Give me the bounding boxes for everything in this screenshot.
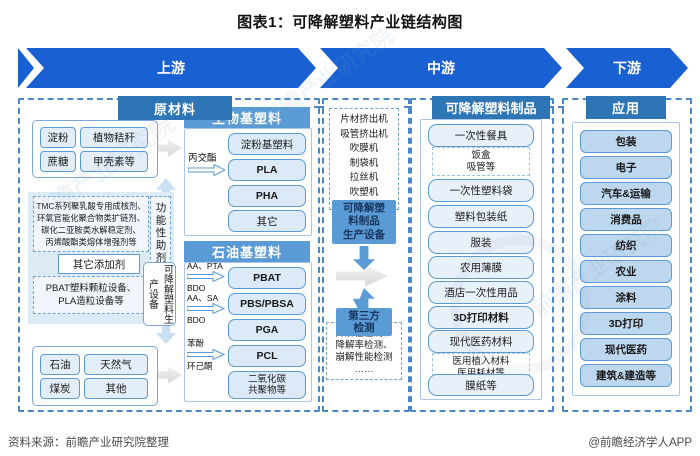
feedstock-item: 淀粉 (40, 127, 76, 148)
application-item: 电子 (580, 156, 672, 179)
application-item: 现代医药 (580, 338, 672, 361)
additives-line: TMC系列聚乳酸专用成核剂、 (36, 201, 146, 211)
route-label: AA、SA (187, 293, 219, 303)
feedstock-item: 植物秸秆 (80, 127, 148, 148)
product-item: 一次性塑料袋 (428, 179, 534, 202)
additives-line: 环氧官能化聚合物类扩链剂、 (37, 213, 145, 223)
route-label: BDO (187, 315, 206, 325)
application-item: 建筑&建造等 (580, 364, 672, 387)
application-item: 纺织 (580, 234, 672, 257)
additives-line: 碳化二亚胺类水解稳定剂、 (41, 225, 141, 235)
plastic-item: PLA (228, 159, 306, 181)
sub-line: 医用耗材等 (457, 367, 505, 379)
hollow-right-arrow-icon (187, 303, 225, 314)
hollow-right-arrow-icon (188, 164, 226, 176)
midstream-section (322, 98, 410, 412)
machine-line: 片材挤出机 (340, 114, 388, 125)
machine-line: 吹塑机 (349, 186, 379, 198)
plastic-item: 其它 (228, 210, 306, 232)
plastic-item: 淀粉基塑料 (228, 133, 306, 155)
equip-line: 可降解塑 (343, 201, 385, 214)
banner-upstream: 上游 (26, 48, 316, 88)
product-item: 一次性餐具 (428, 124, 534, 147)
sub-line: 饭盒 (471, 149, 491, 161)
plastic-item: 二氧化碳 共聚物等 (228, 371, 306, 399)
production-equipment-label: 可降解塑料生产设备 (143, 262, 176, 326)
plastic-item: PHA (228, 185, 306, 207)
applications-header: 应用 (586, 96, 666, 119)
machines-box: 片材挤出机 吸管挤出机 吹膜机 制袋机 拉丝机 吹塑机 …… (329, 108, 399, 212)
banner-downstream: 下游 (566, 48, 688, 88)
machine-line: 拉丝机 (349, 172, 379, 183)
sub-line: 吸管等 (466, 161, 496, 173)
product-item: 塑料包装纸 (428, 205, 534, 228)
petro-plastics-header: 石油基塑料 (184, 241, 310, 262)
other-additives-box: 其它添加剂 (58, 254, 140, 274)
chart-title: 图表1：可降解塑料产业链结构图 (237, 14, 463, 31)
source-note: 资料来源：前瞻产业研究院整理 (8, 437, 169, 449)
third-party-testing-box: 第三方 检测 (336, 308, 392, 336)
additives-line: 丙烯酸酯类熔体增强剂等 (45, 237, 137, 247)
equip-line: 料制品 (348, 215, 380, 228)
testing-detail-line: 崩解性能检测 (335, 352, 393, 363)
hollow-right-arrow-icon (187, 271, 225, 282)
plastic-item: PGA (228, 319, 306, 341)
raw-materials-header: 原材料 (118, 96, 232, 120)
machine-line: 吸管挤出机 (340, 128, 388, 140)
testing-detail-line: 降解率检测、 (335, 340, 393, 351)
equipment-line: PLA造粒设备等 (58, 296, 124, 307)
plastic-item-line: 二氧化碳 (247, 374, 286, 385)
plastic-item: PBAT (228, 267, 306, 289)
equip-line: 生产设备 (343, 228, 385, 241)
machine-line: 吹膜机 (349, 143, 379, 154)
feedstock-item: 甲壳素等 (80, 151, 148, 172)
route-label: 苯酚 (187, 338, 205, 348)
feedstock-item: 煤炭 (40, 378, 80, 399)
application-item: 3D打印 (580, 312, 672, 335)
testing-detail-line: …… (354, 364, 374, 375)
plastic-item-line: 共聚物等 (247, 385, 286, 396)
plastic-item: PBS/PBSA (228, 293, 306, 315)
application-item: 消费品 (580, 208, 672, 231)
brand-note: @前瞻经济学人APP (588, 437, 692, 449)
product-sub-box: 饭盒 吸管等 (432, 147, 530, 176)
functional-additives-label: 功能性助剂 (150, 196, 171, 270)
route-label: 环己酮 (187, 361, 213, 371)
equipment-line: PBAT塑料颗粒设备、 (45, 283, 137, 294)
feedstock-item: 其他 (84, 378, 148, 399)
application-item: 涂料 (580, 286, 672, 309)
route-label: BDO (187, 283, 206, 293)
route-label: AA、PTA (187, 261, 223, 271)
product-item: 膜纸等 (428, 374, 534, 396)
feedstock-item: 天然气 (84, 354, 148, 375)
application-item: 汽车&运输 (580, 182, 672, 205)
feedstock-item: 蔗糖 (40, 151, 76, 172)
section-connector (548, 106, 564, 108)
banner-midstream: 中游 (320, 48, 562, 88)
application-item: 农业 (580, 260, 672, 283)
product-equipment-box: 可降解塑 料制品 生产设备 (332, 200, 396, 244)
products-header: 可降解塑料制品 (432, 96, 550, 119)
feedstock-item: 石油 (40, 354, 80, 375)
functional-additives-box: TMC系列聚乳酸专用成核剂、 环氧官能化聚合物类扩链剂、 碳化二亚胺类水解稳定剂… (33, 196, 149, 252)
hollow-right-arrow-icon (187, 349, 225, 360)
production-equipment-box: PBAT塑料颗粒设备、 PLA造粒设备等 (33, 276, 149, 314)
testing-line: 第三方 (348, 309, 380, 322)
machine-line: 制袋机 (349, 157, 379, 169)
plastic-item: PCL (228, 345, 306, 367)
testing-line: 检测 (353, 322, 375, 334)
application-item: 包装 (580, 130, 672, 153)
route-label: 丙交酯 (188, 153, 217, 164)
watermark-circle (450, 235, 590, 375)
